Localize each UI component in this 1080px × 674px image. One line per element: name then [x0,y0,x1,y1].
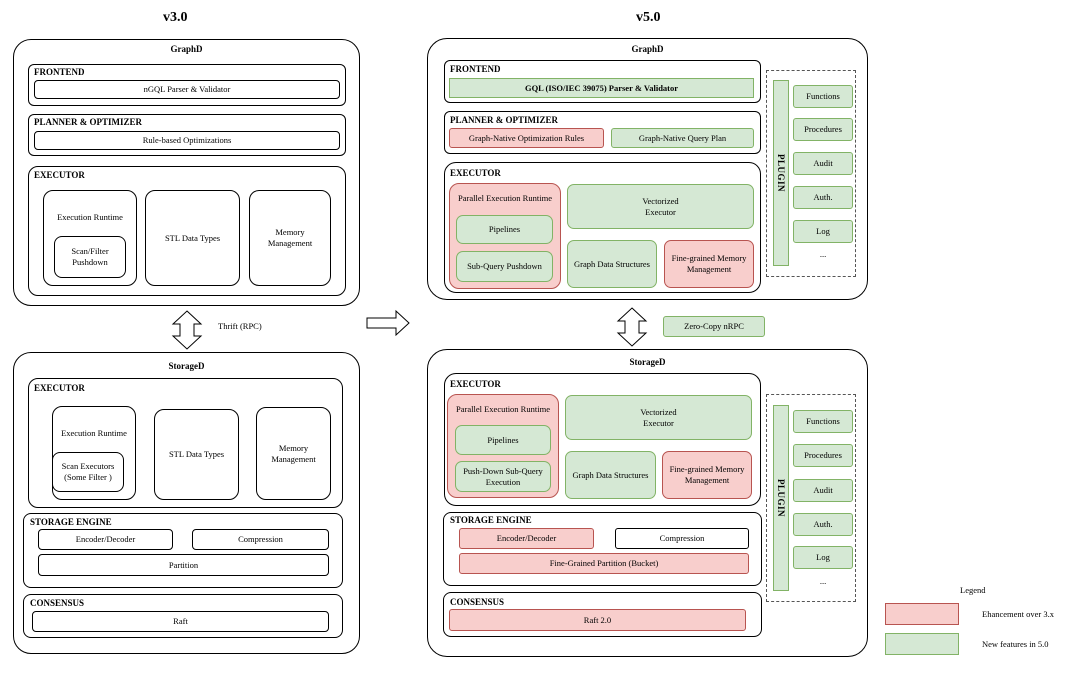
v3-storage-memory-management: Memory Management [256,407,331,500]
v3-rpc-label: Thrift (RPC) [218,321,262,331]
v5-graphd-title: GraphD [631,44,664,54]
v3-stl-data-types: STL Data Types [145,190,240,286]
legend-new-label: New features in 5.0 [982,639,1049,649]
v5-frontend-header: FRONTEND [450,64,501,74]
v5-bidirectional-arrow-icon [616,307,648,347]
v5-storage-executor-header: EXECUTOR [450,379,501,389]
v3-execution-runtime-label: Execution Runtime [57,212,123,222]
v5-storaged-plugin-audit: Audit [793,479,853,502]
v5-fine-grained-partition: Fine-Grained Partition (Bucket) [459,553,749,574]
v3-planner-header: PLANNER & OPTIMIZER [34,117,143,127]
v5-graphd-plugin-log: Log [793,220,853,243]
v5-push-down-sub-query: Push-Down Sub-Query Execution [455,461,551,492]
v5-graphd-plugin-more: ... [819,249,827,259]
v5-raft-2: Raft 2.0 [449,609,746,631]
v5-storaged-plugin-area [766,394,856,602]
v3-title: v3.0 [163,10,188,25]
v3-storage-engine-header: STORAGE ENGINE [30,517,112,527]
legend-new-swatch [885,633,959,655]
v5-compression: Compression [615,528,749,549]
v3-scan-filter-pushdown: Scan/Filter Pushdown [54,236,126,278]
v5-storaged-plugin-label: PLUGIN [776,478,786,518]
v5-fine-grained-memory: Fine-grained Memory Management [664,240,754,288]
legend-enhancement-swatch [885,603,959,625]
v3-storage-runtime-label: Execution Runtime [61,428,127,438]
v5-encoder-decoder: Encoder/Decoder [459,528,594,549]
v5-graph-native-optimization-rules: Graph-Native Optimization Rules [449,128,604,148]
v3-executor-header: EXECUTOR [34,170,85,180]
v5-parallel-runtime-label: Parallel Execution Runtime [458,193,552,203]
v5-graphd-plugin-auth: Auth. [793,186,853,209]
v3-encoder-decoder: Encoder/Decoder [38,529,173,550]
v3-compression: Compression [192,529,329,550]
v5-storaged-plugin-bar: PLUGIN [773,405,789,591]
v5-graphd-plugin-label: PLUGIN [776,153,786,193]
v5-storage-vectorized-executor: Vectorized Executor [565,395,752,440]
version-transition-arrow-icon [366,309,410,337]
v3-frontend-header: FRONTEND [34,67,85,77]
v3-bidirectional-arrow-icon [171,310,203,350]
v5-storage-fine-grained-memory: Fine-grained Memory Management [662,451,752,499]
v5-graphd-plugin-audit: Audit [793,152,853,175]
v5-consensus-header: CONSENSUS [450,597,505,607]
v5-graph-data-structures: Graph Data Structures [567,240,657,288]
v5-storaged-plugin-auth: Auth. [793,513,853,536]
v5-storaged-plugin-log: Log [793,546,853,569]
v5-storage-graph-data-structures: Graph Data Structures [565,451,656,499]
v5-gql-parser: GQL (ISO/IEC 39075) Parser & Validator [449,78,754,98]
v5-pipelines: Pipelines [456,215,553,244]
v5-vectorized-executor: Vectorized Executor [567,184,754,229]
v5-title: v5.0 [636,10,661,25]
v5-storage-parallel-runtime-label: Parallel Execution Runtime [456,404,550,414]
v5-storage-engine-header: STORAGE ENGINE [450,515,532,525]
v5-graphd-plugin-bar: PLUGIN [773,80,789,266]
legend-title: Legend [960,585,986,595]
v5-storaged-plugin-procedures: Procedures [793,444,853,467]
v5-graphd-plugin-area [766,70,856,277]
v3-storaged-title: StorageD [168,361,205,371]
v5-zero-copy-nrpc: Zero-Copy nRPC [663,316,765,337]
v5-storaged-plugin-more: ... [819,576,827,586]
v3-memory-management: Memory Management [249,190,331,286]
v5-graphd-plugin-procedures: Procedures [793,118,853,141]
v5-planner-header: PLANNER & OPTIMIZER [450,115,559,125]
v3-ngql-parser: nGQL Parser & Validator [34,80,340,99]
v3-rule-based-optimizations: Rule-based Optimizations [34,131,340,150]
legend-enhancement-label: Ehancement over 3.x [982,609,1054,619]
v5-storaged-title: StorageD [629,357,666,367]
v3-storage-executor-header: EXECUTOR [34,383,85,393]
v3-consensus-header: CONSENSUS [30,598,85,608]
v3-partition: Partition [38,554,329,576]
v5-storage-pipelines: Pipelines [455,425,551,455]
v5-graph-native-query-plan: Graph-Native Query Plan [611,128,754,148]
v5-graphd-plugin-functions: Functions [793,85,853,108]
v3-storage-stl-data-types: STL Data Types [154,409,239,500]
v3-raft: Raft [32,611,329,632]
v3-scan-executors: Scan Executors (Some Filter ) [52,452,124,492]
v5-executor-header: EXECUTOR [450,168,501,178]
v5-storaged-plugin-functions: Functions [793,410,853,433]
v3-graphd-title: GraphD [170,44,203,54]
v5-sub-query-pushdown: Sub-Query Pushdown [456,251,553,282]
